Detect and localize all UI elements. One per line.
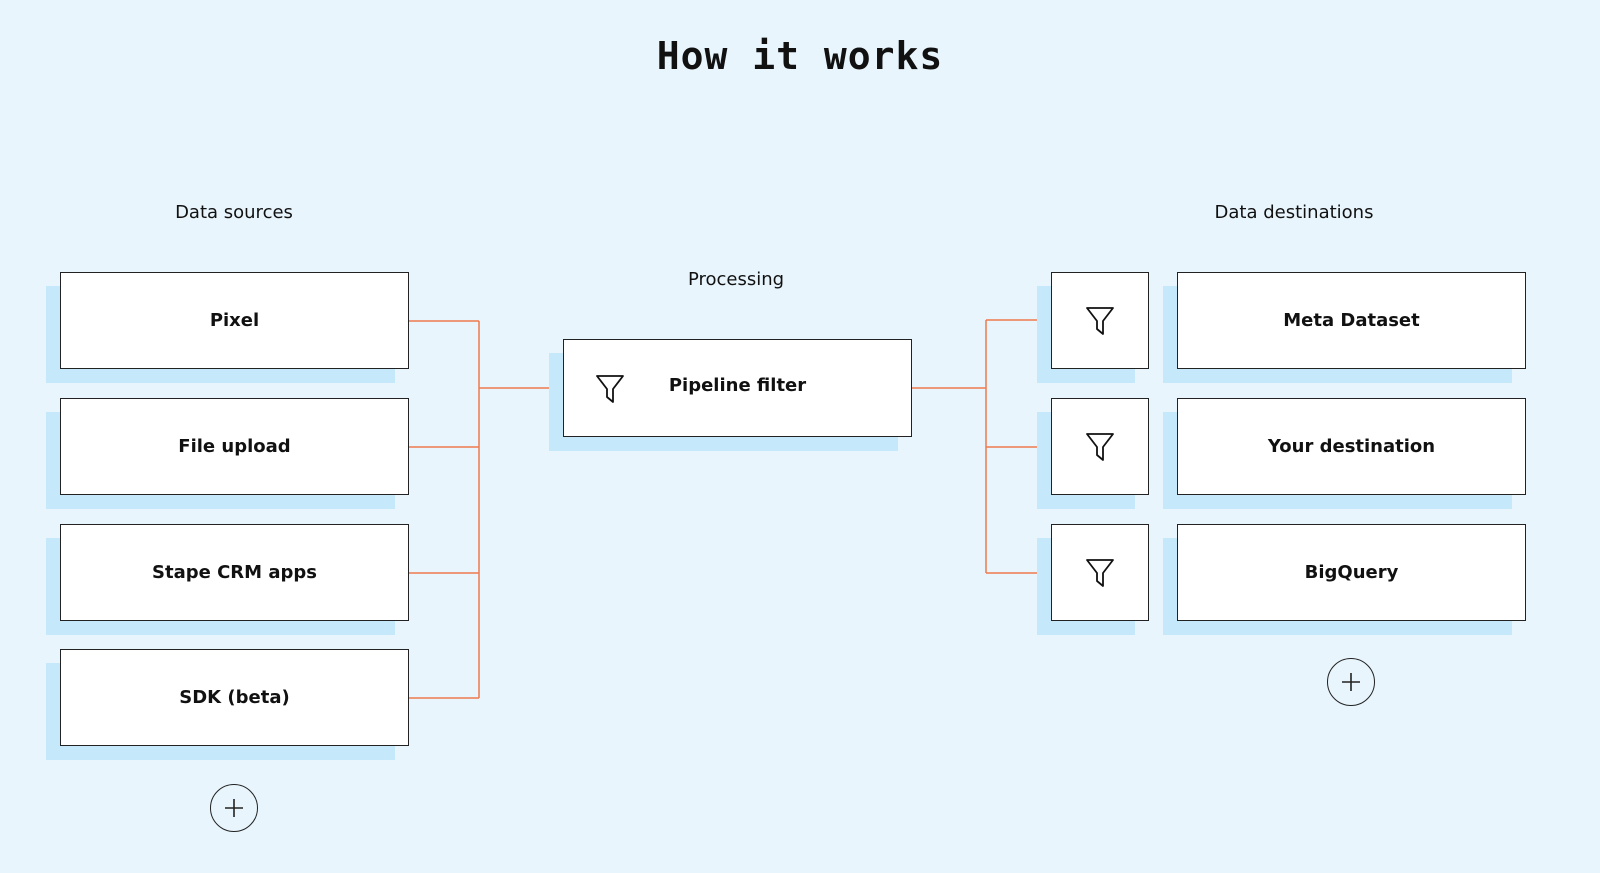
source-card-sdk[interactable]: SDK (beta) (60, 649, 409, 746)
source-card-file-upload[interactable]: File upload (60, 398, 409, 495)
filter-icon (1084, 430, 1116, 464)
add-source-button[interactable] (210, 784, 258, 832)
filter-icon (1084, 304, 1116, 338)
page-title: How it works (656, 34, 944, 78)
destination-card-meta-dataset[interactable]: Meta Dataset (1177, 272, 1526, 369)
source-label: Stape CRM apps (152, 562, 317, 583)
destination-filter-2[interactable] (1051, 398, 1149, 495)
destination-label: Your destination (1267, 436, 1436, 457)
source-card-pixel[interactable]: Pixel (60, 272, 409, 369)
filter-icon (594, 372, 626, 406)
filter-icon (1084, 556, 1116, 590)
plus-icon (1342, 673, 1360, 691)
source-card-stape-crm-apps[interactable]: Stape CRM apps (60, 524, 409, 621)
data-sources-label: Data sources (175, 202, 293, 223)
plus-icon (225, 799, 243, 817)
source-label: SDK (beta) (179, 687, 290, 708)
pipeline-filter-label: Pipeline filter (668, 375, 807, 396)
destination-label: Meta Dataset (1283, 310, 1420, 331)
source-label: File upload (178, 436, 291, 457)
destination-filter-1[interactable] (1051, 272, 1149, 369)
destination-filter-3[interactable] (1051, 524, 1149, 621)
pipeline-filter-card[interactable]: Pipeline filter (563, 339, 912, 437)
processing-label: Processing (687, 269, 785, 290)
add-destination-button[interactable] (1327, 658, 1375, 706)
data-destinations-label: Data destinations (1214, 202, 1374, 223)
destination-card-your-destination[interactable]: Your destination (1177, 398, 1526, 495)
source-label: Pixel (209, 310, 260, 331)
destination-card-bigquery[interactable]: BigQuery (1177, 524, 1526, 621)
destination-label: BigQuery (1304, 562, 1399, 583)
